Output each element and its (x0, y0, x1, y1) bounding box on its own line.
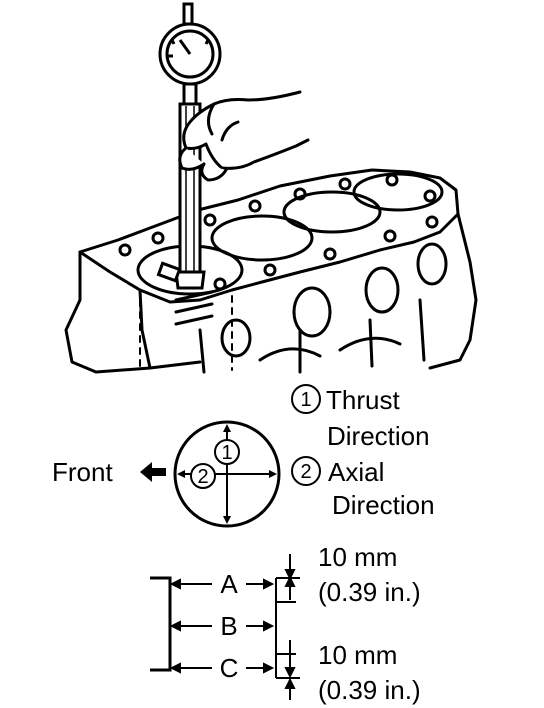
top-offset-mm: 10 mm (318, 542, 397, 572)
label-a: A (220, 569, 238, 599)
bore-wall-bracket (150, 576, 172, 672)
legend-axial-direction-label: Direction (332, 490, 435, 520)
bottom-offset-in: (0.39 in.) (318, 675, 421, 705)
measurement-positions (150, 554, 300, 700)
measurement-labels: A B C 10 mm (0.39 in.) 10 mm (0.39 in.) (220, 542, 421, 705)
legend-marker-1-icon (291, 384, 321, 414)
legend-thrust-label: Thrust (326, 385, 400, 415)
hand-illustration (178, 90, 310, 182)
bore-marker-2-number: 2 (197, 466, 208, 488)
cylinder-bore-4 (352, 172, 444, 212)
engine-block-illustration (64, 168, 478, 374)
bottom-offset-mm: 10 mm (318, 640, 397, 670)
legend-thrust-direction-label: Direction (327, 421, 430, 451)
bore-circle (173, 420, 281, 528)
legend: 1 Thrust Direction 2 Axial Direction (291, 384, 435, 520)
bore-marker-1-number: 1 (221, 442, 232, 464)
legend-marker-2-icon (291, 456, 321, 486)
legend-axial-label: Axial (328, 457, 384, 487)
bore-marker-2-icon (190, 463, 216, 489)
bore-top-view: Front 1 2 (52, 420, 281, 528)
label-b: B (220, 611, 237, 641)
legend-marker-2-number: 2 (300, 461, 311, 483)
cylinder-bore-2 (210, 214, 314, 262)
cylinder-bore-3 (282, 190, 382, 234)
legend-marker-1-number: 1 (300, 389, 311, 411)
label-c: C (220, 653, 239, 683)
front-label: Front (52, 457, 113, 487)
bore-marker-1-icon (214, 439, 240, 465)
front-arrow-icon (140, 462, 166, 482)
top-offset-in: (0.39 in.) (318, 577, 421, 607)
